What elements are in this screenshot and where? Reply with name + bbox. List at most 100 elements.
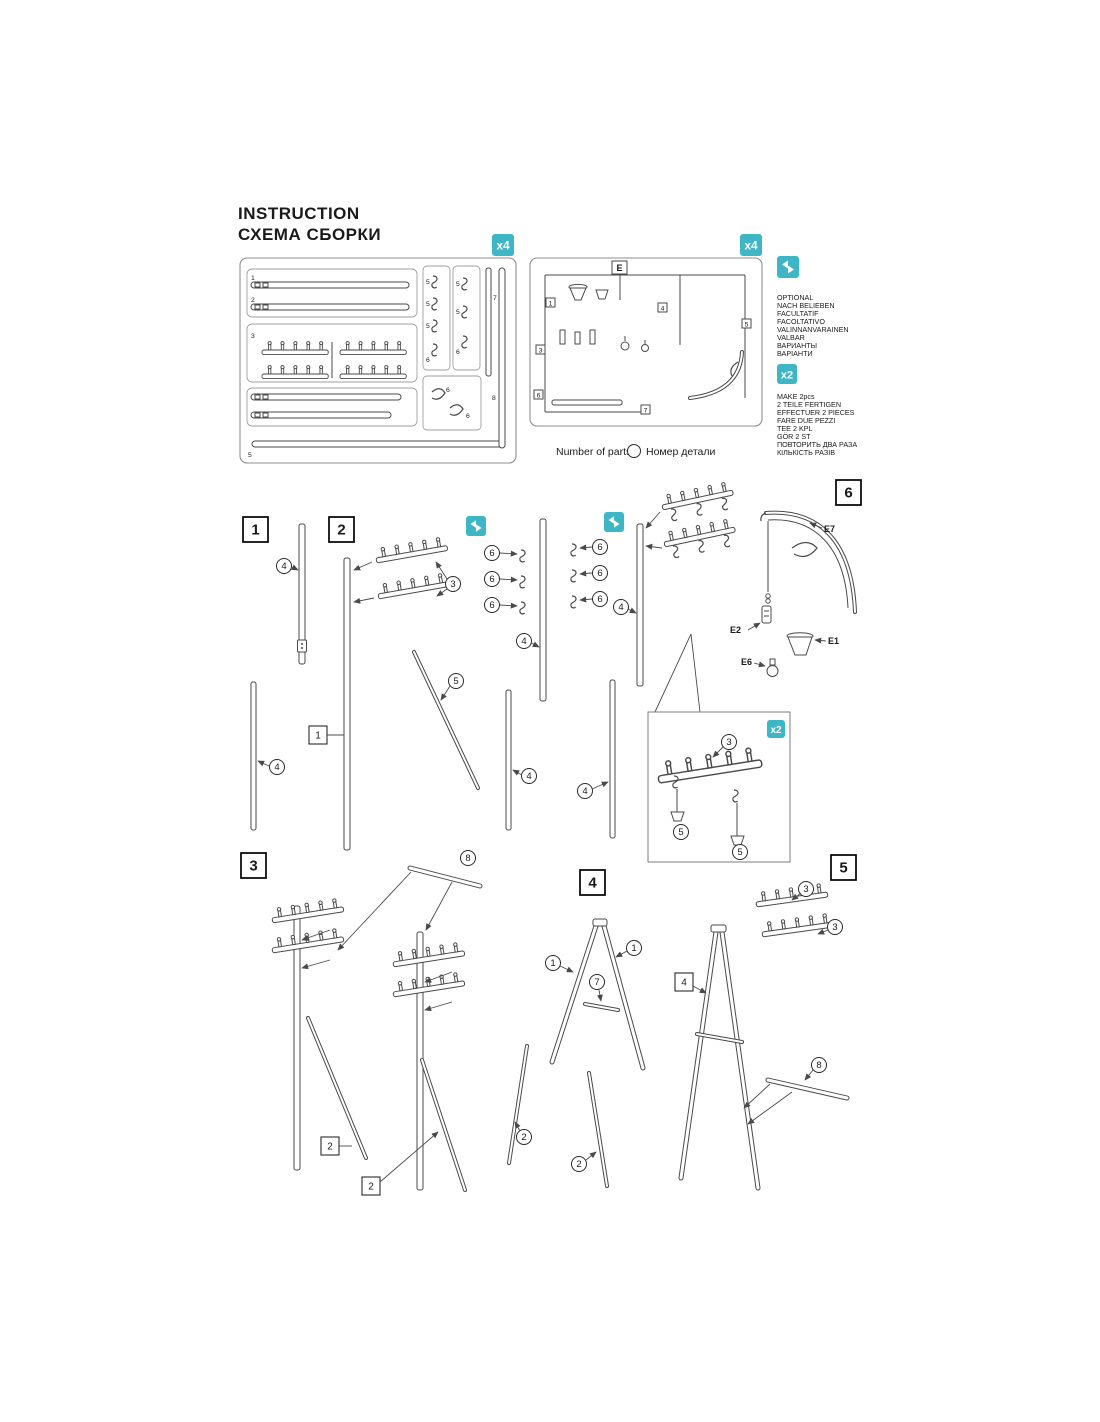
sprue-part-7-label: 7 [493, 295, 497, 302]
svg-text:5: 5 [453, 676, 458, 687]
make2-line: GÖR 2 ST [777, 432, 811, 441]
subassembly-label-2: 2 [320, 1136, 340, 1156]
step-marker-6: 6 [835, 479, 862, 506]
subassembly-label-2: 2 [361, 1176, 381, 1196]
legend-ru: Номер детали [646, 446, 716, 458]
sprue-part-8-label: 8 [492, 395, 496, 402]
step-marker-3: 3 [240, 852, 267, 879]
multiplier-badge-x4-main: x4 [492, 234, 514, 256]
optional-assembly-a: 6 6 6 6 6 6 4 4 [466, 516, 608, 831]
step-5-diagram: 3 3 4 8 [674, 881, 850, 1191]
x2-text: x2 [770, 725, 782, 736]
callout-5: 5 [673, 824, 689, 840]
sprue-part-5-label: 5 [248, 452, 252, 459]
step-6-diagram: E7 E2 E1 E6 [730, 510, 857, 677]
optional-icon [604, 512, 624, 532]
svg-text:6: 6 [489, 574, 494, 585]
sprue-hook-label: 6 [456, 349, 460, 356]
callout-4: 4 [269, 759, 285, 775]
title-line-2: СХЕМА СБОРКИ [238, 225, 381, 244]
callout-5: 5 [448, 673, 464, 689]
callout-5: 5 [732, 844, 748, 860]
optional-line: VALINNANVARAINEN [777, 325, 849, 334]
sprue-hook-label: 5 [426, 323, 430, 330]
sprue-panel-main: 1 2 3 4 5 5 5 5 6 5 5 6 [239, 257, 517, 464]
step-number: 6 [844, 485, 852, 502]
step-marker-5: 5 [830, 854, 857, 881]
svg-text:2: 2 [576, 1159, 581, 1170]
step-marker-4: 4 [579, 869, 606, 896]
x4-text: x4 [744, 239, 758, 253]
sprue-hook-label: 5 [456, 281, 460, 288]
svg-text:5: 5 [737, 847, 742, 858]
svg-text:6: 6 [597, 568, 602, 579]
sprue-hook-label: 6 [426, 357, 430, 364]
make2-line: КІЛЬКІСТЬ РАЗІВ [777, 448, 835, 457]
step-number: 2 [337, 522, 345, 539]
svg-text:6: 6 [597, 542, 602, 553]
callout-1: 1 [626, 940, 642, 956]
sprue-hook-label: 5 [426, 301, 430, 308]
sprue-panel-e: E 1 4 3 5 6 7 [529, 257, 763, 427]
optional-line: ВАРИАНТЫ [777, 341, 817, 350]
callout-3: 3 [721, 734, 737, 750]
optional-icon [777, 256, 799, 278]
svg-text:6: 6 [489, 600, 494, 611]
sprue-e-part-label: 6 [537, 392, 541, 399]
svg-text:7: 7 [594, 977, 599, 988]
svg-text:4: 4 [681, 978, 687, 989]
svg-text:4: 4 [526, 771, 531, 782]
x4-text: x4 [496, 239, 510, 253]
callout-8: 8 [811, 1057, 827, 1073]
label-e1: E1 [828, 636, 839, 646]
callout-4: 4 [577, 783, 593, 799]
svg-text:2: 2 [327, 1142, 333, 1153]
callout-3: 3 [827, 919, 843, 935]
label-e2: E2 [730, 625, 741, 635]
sprue-e-part-label: 4 [661, 305, 665, 312]
step-4-diagram: 1 1 7 2 2 [507, 918, 646, 1188]
svg-text:1: 1 [631, 943, 636, 954]
svg-text:1: 1 [550, 958, 555, 969]
svg-text:3: 3 [832, 922, 837, 933]
make2-text-block: MAKE 2pcs 2 TEILE FERTIGEN EFFECTUER 2 P… [777, 392, 857, 457]
optional-assembly-b: 4 4 [577, 480, 736, 839]
sprue-part-3-label: 3 [251, 333, 255, 340]
svg-text:4: 4 [274, 762, 279, 773]
svg-text:2: 2 [368, 1182, 374, 1193]
subassembly-label-4: 4 [674, 972, 694, 992]
label-e7: E7 [824, 524, 835, 534]
callout-4: 4 [521, 768, 537, 784]
optional-line: NACH BELIEBEN [777, 301, 835, 310]
svg-text:4: 4 [582, 786, 587, 797]
sprue-part-1-label: 1 [251, 275, 255, 282]
sprue-hook-label: 5 [426, 279, 430, 286]
sprue-hook-label: 5 [456, 309, 460, 316]
subassembly-label-1: 1 [308, 725, 328, 745]
callout-4: 4 [613, 599, 629, 615]
step-marker-2: 2 [328, 516, 355, 543]
multiplier-badge-x2-info: x2 [777, 364, 797, 384]
callout-1: 1 [545, 955, 561, 971]
callout-8: 8 [460, 850, 476, 866]
svg-text:4: 4 [618, 602, 623, 613]
svg-text:4: 4 [521, 636, 526, 647]
sprue-e-part-label: 7 [644, 407, 648, 414]
title-line-1: INSTRUCTION [238, 204, 360, 223]
x2-text: x2 [781, 370, 793, 382]
number-of-parts-legend: Number of parts Номер детали [556, 444, 716, 458]
step-number: 3 [249, 858, 257, 875]
sprue-e-part-label: 5 [745, 321, 749, 328]
sprue-part-2-label: 2 [251, 297, 255, 304]
optional-line: FACULTATIF [777, 309, 819, 318]
step-number: 5 [839, 860, 847, 877]
step-3-diagram: 8 2 2 [270, 850, 483, 1196]
svg-text:4: 4 [281, 561, 286, 572]
optional-text-block: OPTIONAL NACH BELIEBEN FACULTATIF FACOLT… [777, 293, 849, 358]
callout-6: 6 [484, 597, 500, 613]
multiplier-badge-x4-e: x4 [740, 234, 762, 256]
step-2-diagram: 3 5 1 [308, 535, 480, 851]
optional-line: VALBAR [777, 333, 805, 342]
